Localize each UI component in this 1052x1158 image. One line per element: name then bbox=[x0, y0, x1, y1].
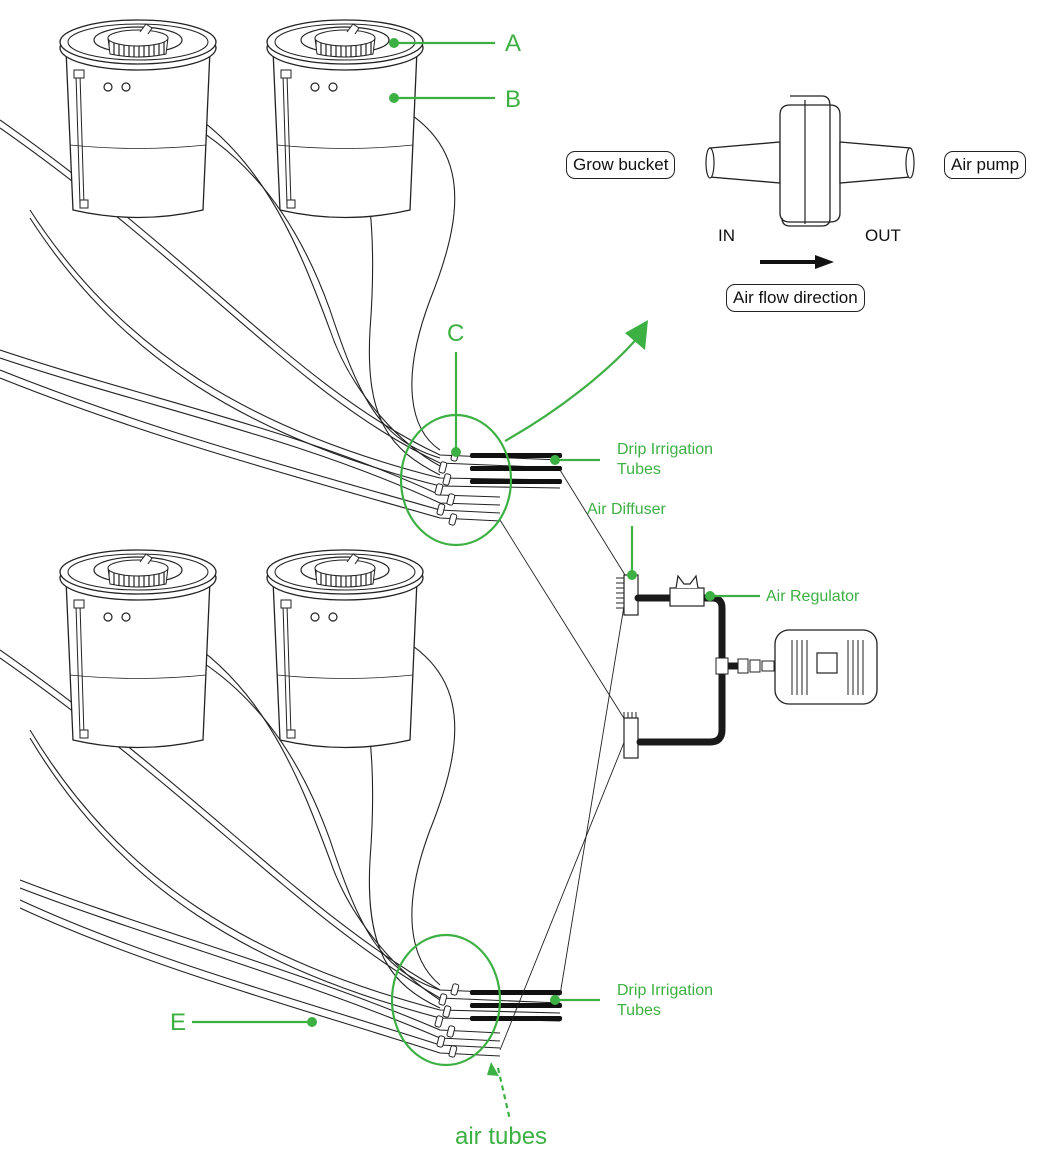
air-pump bbox=[774, 629, 878, 705]
drip-label-bottom-line2: Tubes bbox=[617, 1002, 661, 1019]
air-diffuser-bottom bbox=[623, 712, 639, 759]
air-regulator bbox=[669, 574, 705, 607]
grow-bucket-1 bbox=[59, 19, 217, 219]
air-flow-direction-label: Air flow direction bbox=[726, 284, 865, 312]
drip-label-top-line1: Drip Irrigation bbox=[617, 441, 714, 458]
grow-bucket-4 bbox=[266, 549, 424, 749]
callout-c: C bbox=[447, 320, 465, 347]
air-diffuser-label: Air Diffuser bbox=[587, 501, 666, 518]
air-pump-label: Air pump bbox=[944, 151, 1027, 179]
grow-bucket-2 bbox=[266, 19, 424, 219]
check-valve-illustration bbox=[705, 95, 915, 227]
tee-connector bbox=[715, 657, 775, 675]
valve-out-label: OUT bbox=[865, 226, 901, 245]
drip-label-top-line2: Tubes bbox=[617, 461, 661, 478]
air-regulator-label: Air Regulator bbox=[766, 588, 860, 605]
valve-in-label: IN bbox=[718, 226, 735, 245]
drip-label-bottom-line1: Drip Irrigation bbox=[617, 982, 714, 999]
air-tubes-label: air tubes bbox=[455, 1123, 548, 1150]
callout-b: B bbox=[505, 86, 522, 113]
grow-bucket-label: Grow bucket bbox=[566, 151, 676, 179]
flow-direction-arrow bbox=[760, 255, 834, 269]
air-diffuser-top bbox=[616, 574, 639, 616]
grow-bucket-3 bbox=[59, 549, 217, 749]
drip-irrigation-label-bottom: Drip Irrigation Tubes bbox=[617, 981, 713, 1021]
callout-e: E bbox=[170, 1009, 187, 1036]
drip-irrigation-label-top: Drip Irrigation Tubes bbox=[617, 440, 713, 480]
callout-a: A bbox=[505, 30, 522, 57]
